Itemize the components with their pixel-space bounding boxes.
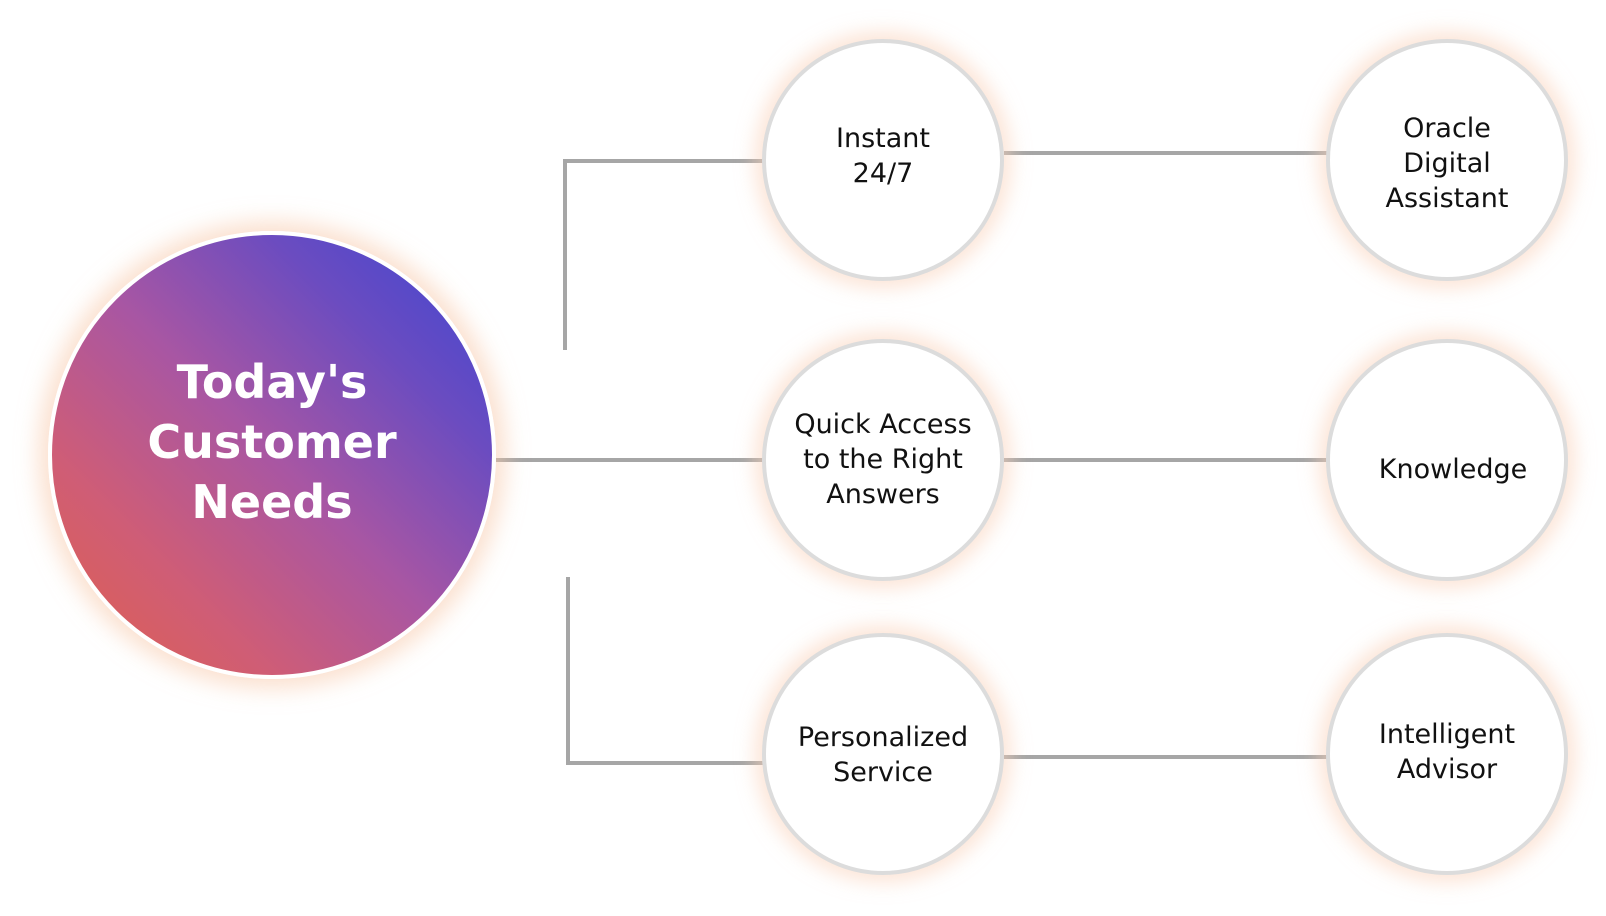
solution-label-knowledge: Knowledge (1378, 453, 1528, 485)
hub-label: Today's Customer Needs (147, 355, 397, 529)
solution-label-advisor: Intelligent Advisor (1378, 719, 1516, 785)
solution-label-oda: Oracle Digital Assistant (1385, 112, 1509, 214)
need-label-personalized: Personalized Service (797, 722, 969, 788)
need-node-quick-access: Quick Access to the Right Answers (762, 339, 1004, 581)
need-label-quick-access: Quick Access to the Right Answers (794, 408, 972, 510)
hub-node-customer-needs: Today's Customer Needs (48, 231, 496, 679)
solution-node-intelligent-advisor: Intelligent Advisor (1326, 633, 1568, 875)
connector-hub-to-personalized (566, 577, 764, 765)
need-node-personalized: Personalized Service (762, 633, 1004, 875)
solution-node-oracle-digital-assistant: Oracle Digital Assistant (1326, 39, 1568, 281)
solution-node-knowledge: Knowledge (1326, 339, 1568, 581)
connector-hub-to-instant (563, 159, 764, 350)
need-node-instant: Instant 24/7 (762, 39, 1004, 281)
need-label-instant: Instant 24/7 (836, 123, 930, 189)
